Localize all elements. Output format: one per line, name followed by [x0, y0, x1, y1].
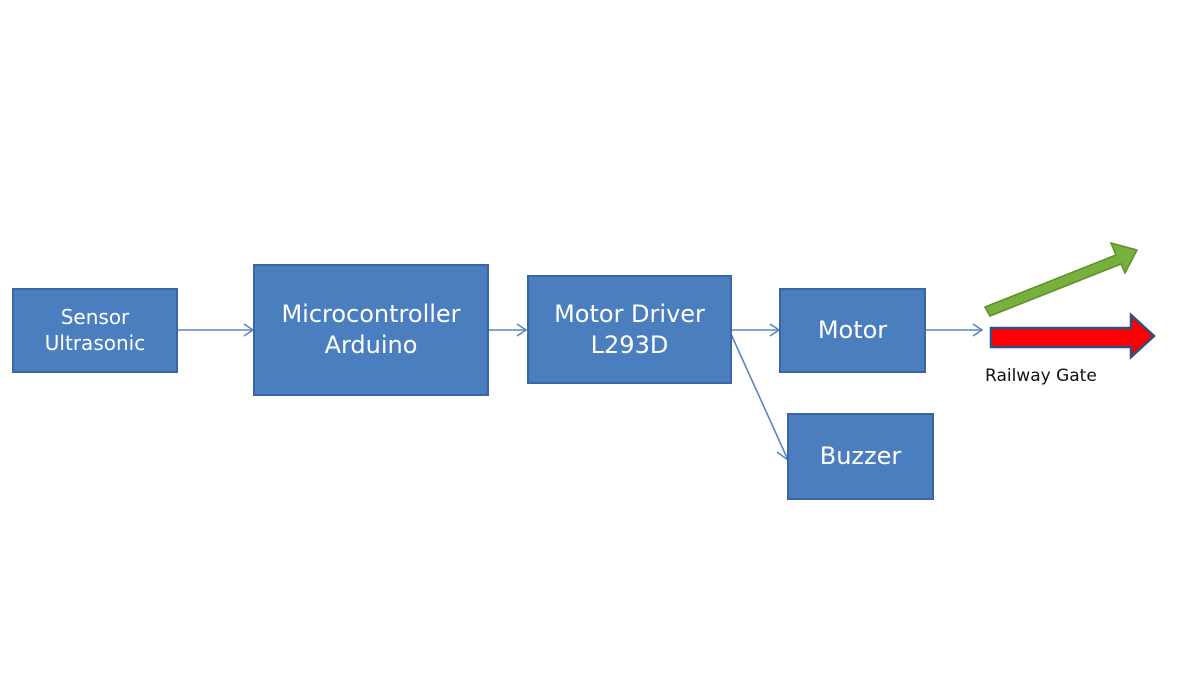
railway-gate-label: Railway Gate	[985, 366, 1097, 386]
sensor-label-line2: Ultrasonic	[44, 330, 146, 355]
motor-block: Motor	[779, 288, 926, 373]
sensor-label-line1: Sensor	[60, 304, 130, 329]
gate-closed-arrow	[989, 312, 1156, 360]
buzzer-block: Buzzer	[787, 413, 934, 500]
arrowhead-gate	[972, 323, 984, 337]
motor-driver-label-line1: Motor Driver	[554, 299, 705, 328]
arrowhead-driver	[516, 323, 528, 337]
microcontroller-label-line1: Microcontroller	[281, 300, 461, 329]
motor-driver-l293d-block: Motor Driver L293D	[527, 275, 732, 384]
sensor-ultrasonic-block: Sensor Ultrasonic	[12, 288, 178, 373]
gate-open-arrow	[983, 241, 1139, 317]
connector-driver-to-buzzer	[730, 333, 789, 461]
motor-driver-label-line2: L293D	[590, 330, 669, 359]
buzzer-label: Buzzer	[819, 442, 902, 471]
motor-label: Motor	[817, 316, 888, 345]
microcontroller-label-line2: Arduino	[324, 331, 418, 359]
microcontroller-arduino-block: Microcontroller Arduino	[253, 264, 489, 396]
